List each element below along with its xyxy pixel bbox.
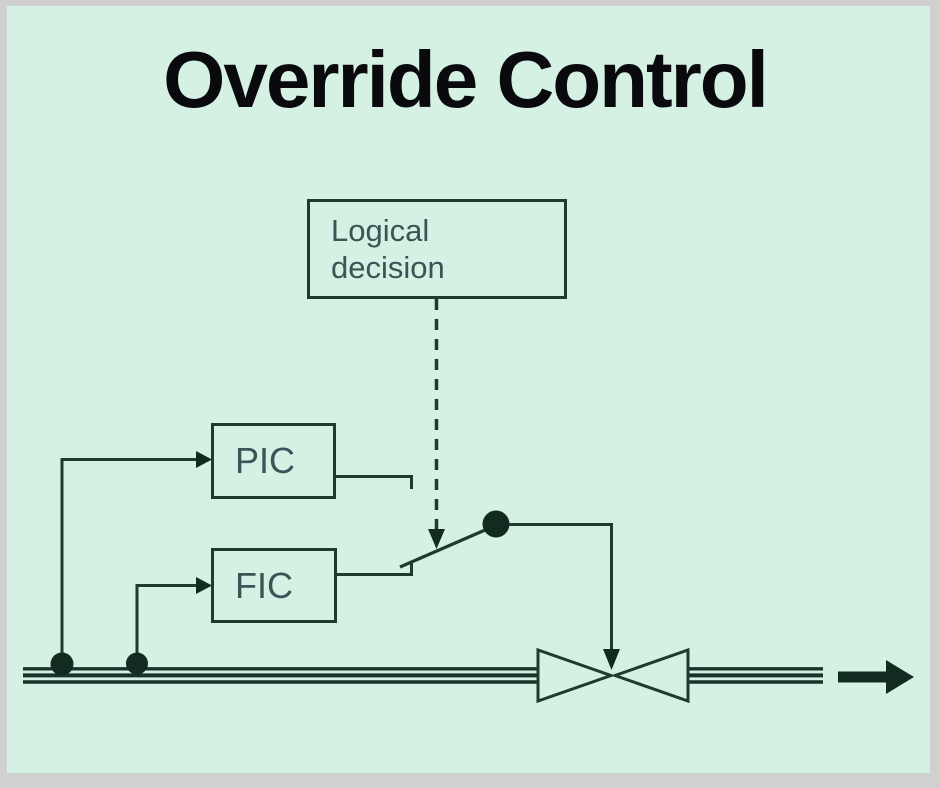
fic-feed-line xyxy=(135,577,212,658)
logical-decision-label: Logical decision xyxy=(331,213,445,285)
flow-direction-arrow-icon xyxy=(838,660,914,694)
pipe-tap-junction-dot-2 xyxy=(126,652,148,675)
process-pipe-right xyxy=(688,667,823,684)
pic-feed-arrowhead-icon xyxy=(196,451,212,468)
fic-label: FIC xyxy=(235,564,293,606)
fic-feed-arrowhead-icon xyxy=(196,577,212,594)
valve-actuator-arrowhead-icon xyxy=(603,649,620,670)
page-title: Override Control xyxy=(163,35,769,124)
logical-decision-box: Logical decision xyxy=(307,199,567,299)
dashed-decision-signal-arrow-icon xyxy=(428,299,445,549)
control-valve-icon xyxy=(536,647,690,704)
pic-controller-box: PIC xyxy=(211,423,336,499)
pic-label: PIC xyxy=(235,440,296,481)
switch-pivot-dot xyxy=(482,510,510,538)
diagram-background-panel xyxy=(7,6,930,773)
pic-output-line xyxy=(336,475,413,489)
override-selector-switch-icon xyxy=(399,510,510,569)
fic-controller-box: FIC xyxy=(211,548,337,623)
fic-output-line xyxy=(337,561,413,576)
process-pipe-left xyxy=(23,667,539,684)
pic-feed-line xyxy=(60,451,212,660)
pipe-tap-junction-dot-1 xyxy=(50,652,74,676)
switch-output-line xyxy=(509,523,620,670)
